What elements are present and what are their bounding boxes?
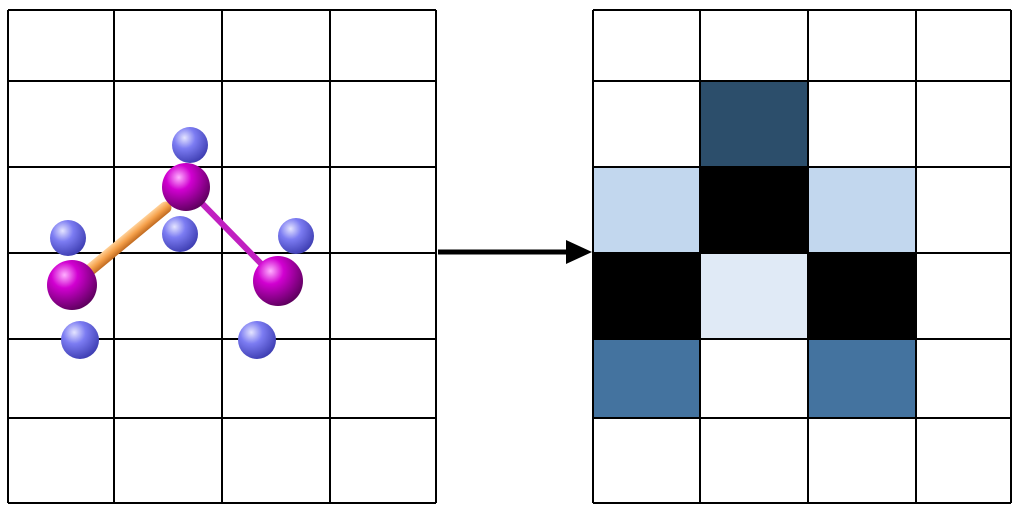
heavy-atom xyxy=(162,163,210,211)
grid-cell xyxy=(593,81,700,167)
highlight-bond xyxy=(71,201,172,287)
arrow-right-icon xyxy=(438,240,592,264)
grid-cell xyxy=(700,253,808,339)
light-atom xyxy=(61,321,99,359)
grid-cell xyxy=(700,339,808,418)
grid-cell xyxy=(916,253,1011,339)
right-panel xyxy=(592,9,1012,504)
right-cells xyxy=(593,10,1011,503)
grid-cell xyxy=(916,81,1011,167)
molecule xyxy=(47,127,314,359)
left-panel xyxy=(7,9,437,504)
grid-cell xyxy=(916,418,1011,503)
right-grid xyxy=(592,9,1012,504)
heavy-atom xyxy=(47,260,97,310)
grid-cell xyxy=(593,10,700,81)
grid-cell xyxy=(808,418,916,503)
grid-cell xyxy=(700,10,808,81)
light-atom xyxy=(50,220,86,256)
light-atom xyxy=(172,127,208,163)
grid-cell xyxy=(808,10,916,81)
grid-cell xyxy=(593,167,700,253)
left-grid xyxy=(7,9,437,504)
light-atom xyxy=(278,218,314,254)
light-atom xyxy=(162,216,198,252)
grid-cell xyxy=(593,418,700,503)
grid-cell xyxy=(700,81,808,167)
grid-cell xyxy=(916,339,1011,418)
grid-cell xyxy=(916,10,1011,81)
grid-cell xyxy=(700,418,808,503)
grid-cell xyxy=(808,253,916,339)
grid-cell xyxy=(808,81,916,167)
grid-cell xyxy=(916,167,1011,253)
grid-cell xyxy=(593,253,700,339)
grid-cell xyxy=(808,339,916,418)
grid-cell xyxy=(593,339,700,418)
grid-cell xyxy=(700,167,808,253)
light-atom xyxy=(238,321,276,359)
heavy-atom xyxy=(253,256,303,306)
grid-cell xyxy=(808,167,916,253)
